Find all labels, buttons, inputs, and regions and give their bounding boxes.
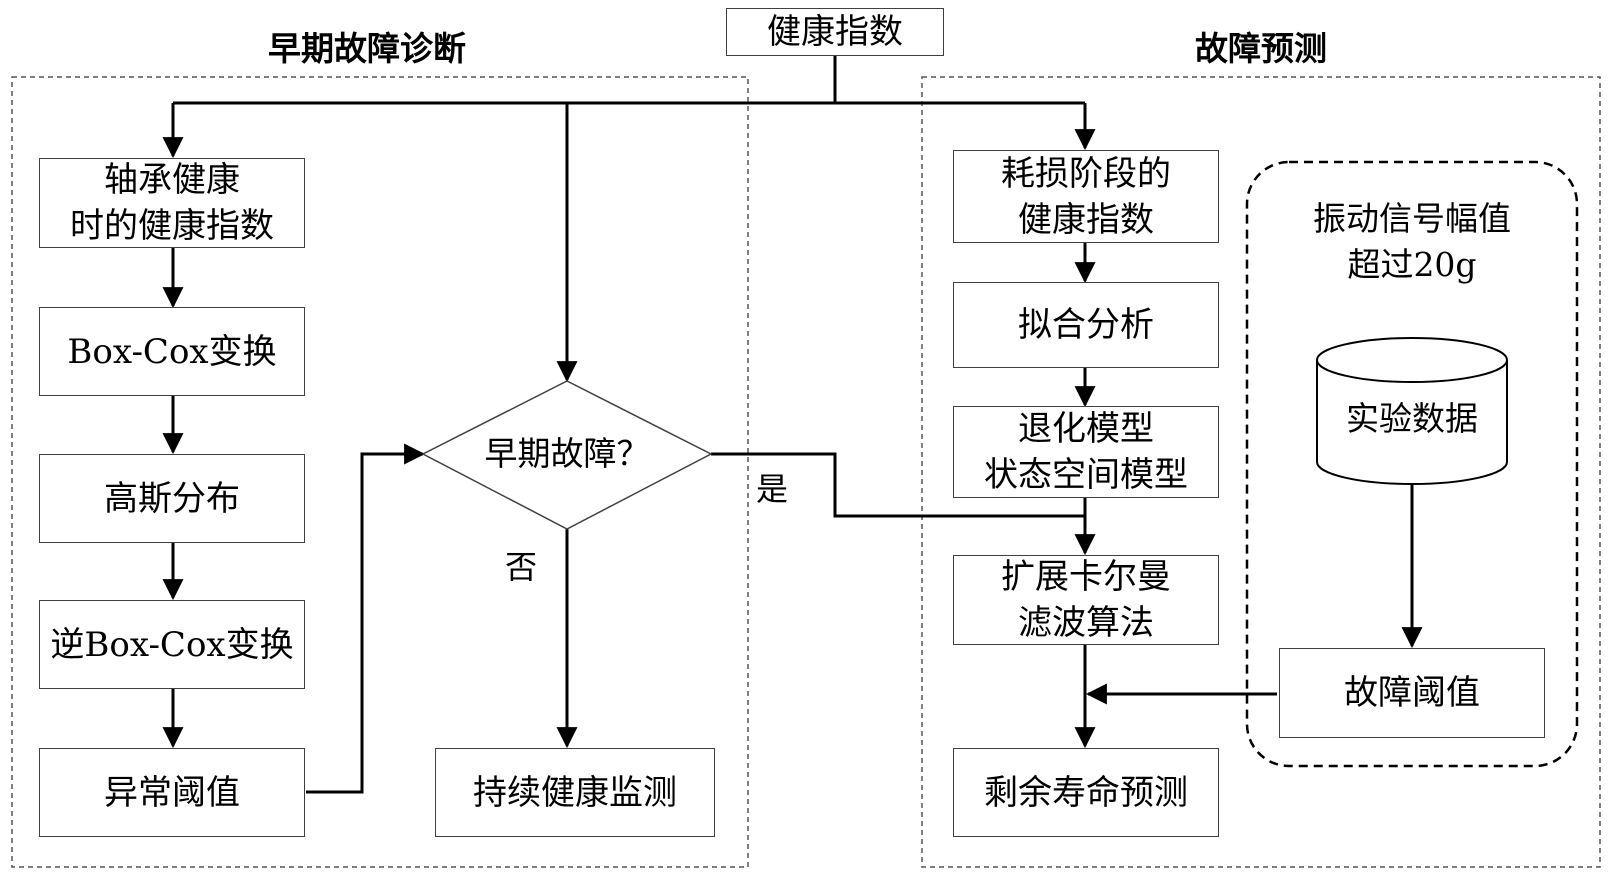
arrow-threshold-to-decision — [306, 454, 423, 792]
boxcox-transform-box: Box-Cox变换 — [39, 307, 305, 396]
degradation-model-box: 退化模型 状态空间模型 — [953, 406, 1219, 498]
state-space-model-line2: 状态空间模型 — [984, 452, 1188, 498]
no-label: 否 — [505, 542, 537, 588]
fault-threshold-label: 故障阈值 — [1344, 670, 1480, 716]
decision-label: 早期故障？ — [467, 431, 667, 477]
wear-stage-hi-line2: 健康指数 — [1018, 197, 1154, 243]
anomaly-threshold-box: 异常阈值 — [39, 748, 305, 837]
boxcox-transform-label: Box-Cox变换 — [67, 329, 276, 375]
inverse-boxcox-box: 逆Box-Cox变换 — [39, 600, 305, 689]
yes-label: 是 — [756, 464, 788, 510]
gaussian-distribution-label: 高斯分布 — [104, 476, 240, 522]
continuous-monitoring-label: 持续健康监测 — [473, 770, 677, 816]
degradation-model-line1: 退化模型 — [1018, 406, 1154, 452]
inverse-boxcox-label: 逆Box-Cox变换 — [50, 622, 293, 668]
health-index-input-label: 健康指数 — [767, 9, 903, 55]
ekf-algorithm-box: 扩展卡尔曼 滤波算法 — [953, 555, 1219, 645]
health-index-input-box: 健康指数 — [726, 8, 944, 56]
ekf-algorithm-line2: 滤波算法 — [1018, 600, 1154, 646]
healthy-bearing-hi-line1: 轴承健康 — [104, 157, 240, 203]
vibration-condition-line1: 振动信号幅值 — [1277, 196, 1547, 242]
vibration-condition-line2: 超过20g — [1277, 242, 1547, 288]
anomaly-threshold-label: 异常阈值 — [104, 770, 240, 816]
experiment-data-label: 实验数据 — [1317, 396, 1507, 442]
gaussian-distribution-box: 高斯分布 — [39, 454, 305, 543]
rul-prediction-label: 剩余寿命预测 — [984, 770, 1188, 816]
fitting-analysis-box: 拟合分析 — [953, 282, 1219, 368]
vibration-condition-text: 振动信号幅值 超过20g — [1277, 196, 1547, 288]
ekf-algorithm-line1: 扩展卡尔曼 — [1001, 554, 1171, 600]
fault-threshold-box: 故障阈值 — [1279, 648, 1545, 738]
fitting-analysis-label: 拟合分析 — [1018, 302, 1154, 348]
continuous-monitoring-box: 持续健康监测 — [435, 748, 715, 837]
right-panel-title: 故障预测 — [1195, 22, 1327, 70]
wear-stage-hi-box: 耗损阶段的 健康指数 — [953, 150, 1219, 243]
wear-stage-hi-line1: 耗损阶段的 — [1001, 151, 1171, 197]
healthy-bearing-hi-box: 轴承健康 时的健康指数 — [39, 158, 305, 248]
healthy-bearing-hi-line2: 时的健康指数 — [70, 203, 274, 249]
left-panel-title: 早期故障诊断 — [268, 22, 466, 70]
rul-prediction-box: 剩余寿命预测 — [953, 748, 1219, 837]
